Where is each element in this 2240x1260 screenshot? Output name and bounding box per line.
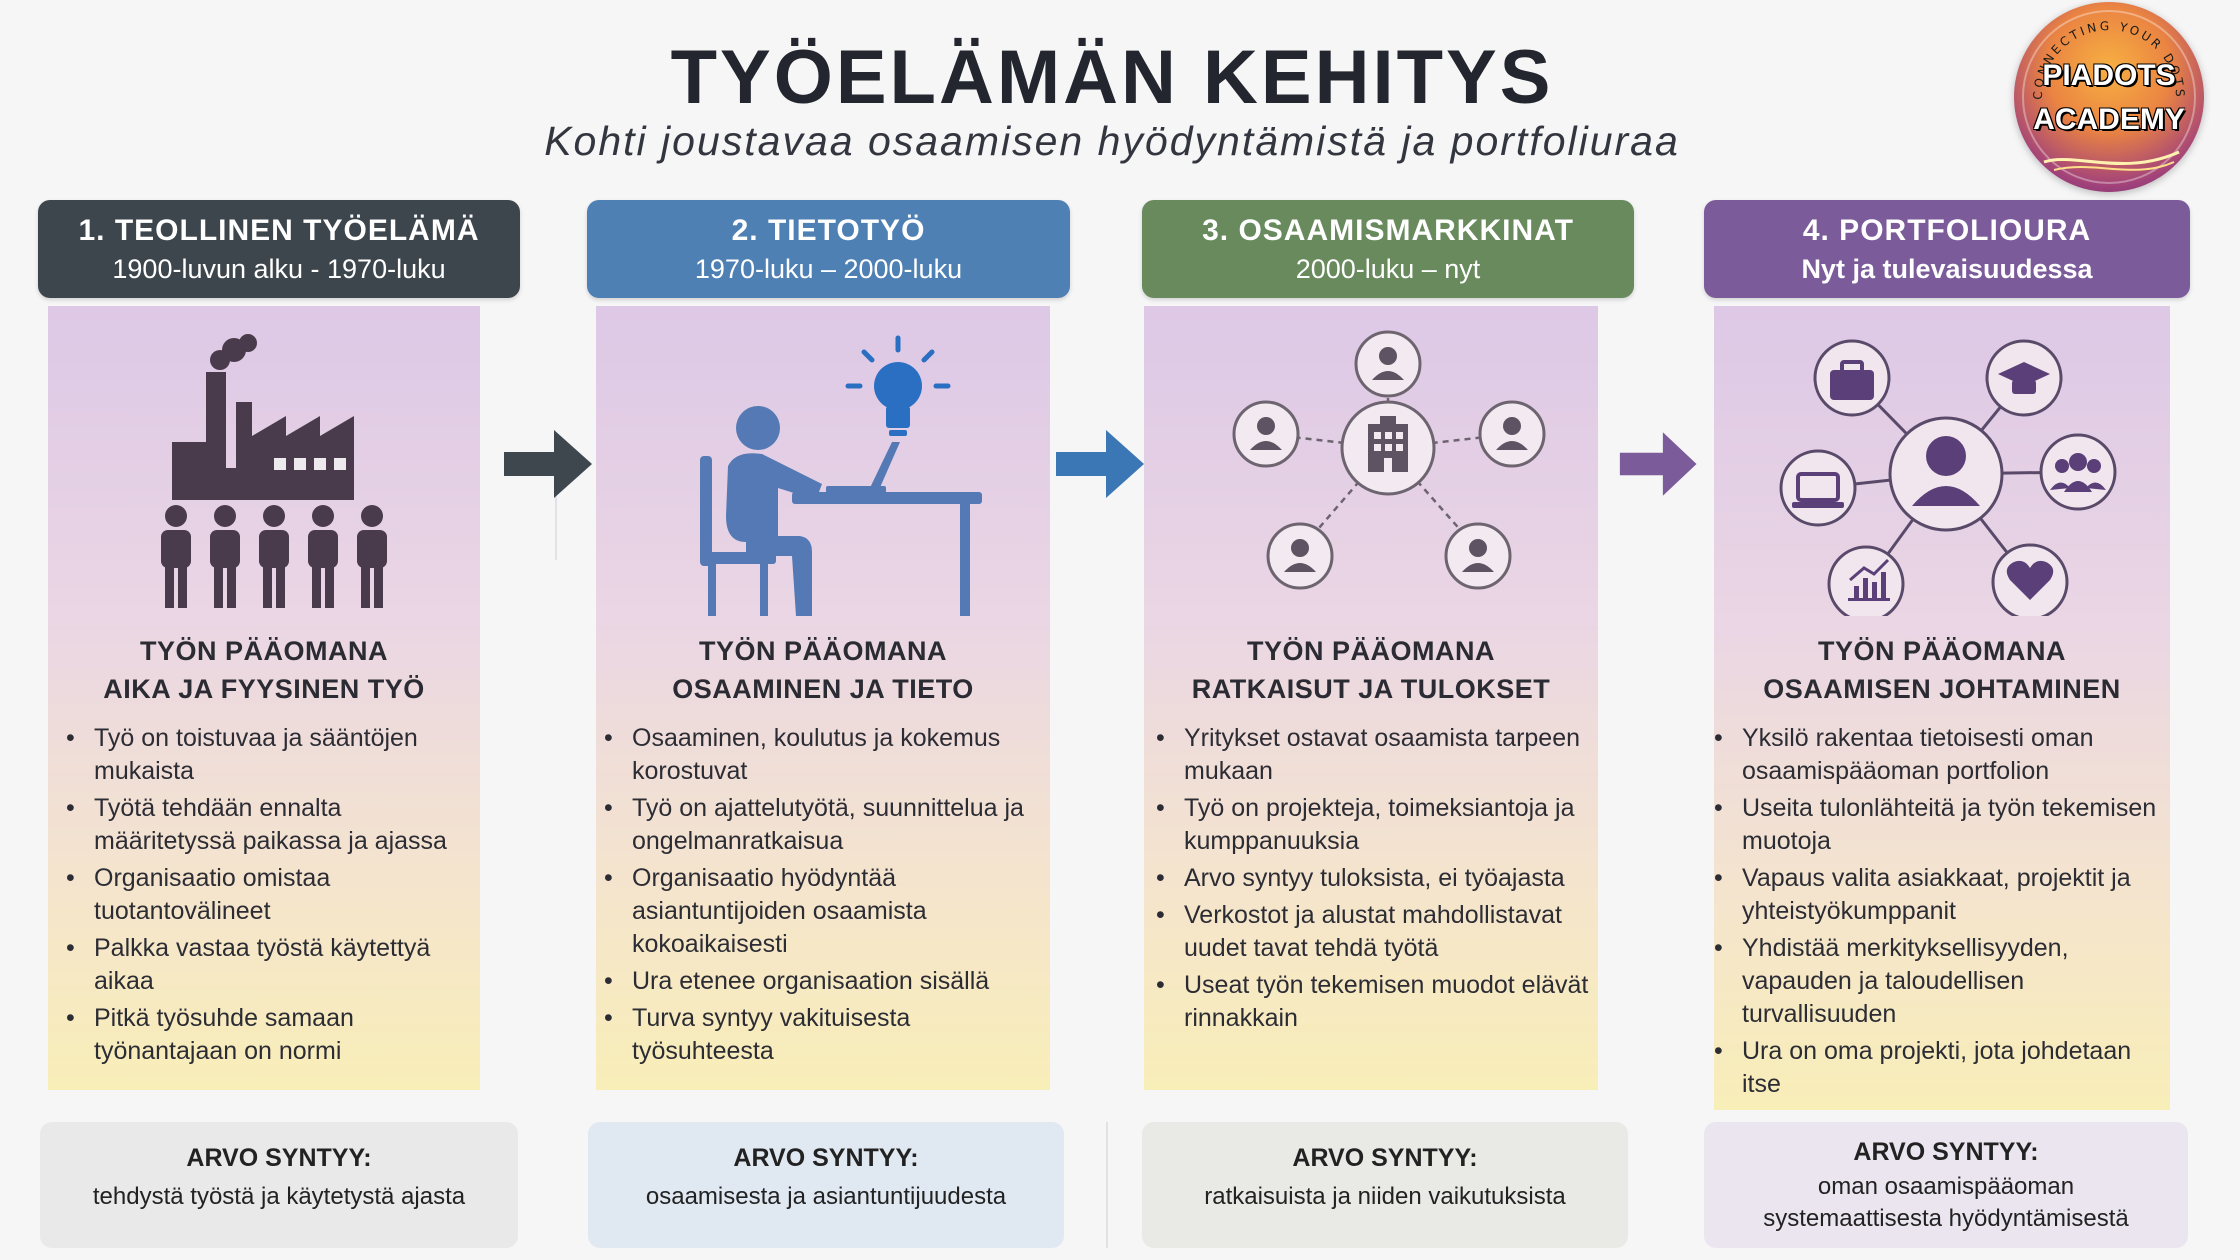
stage-1-capital: TYÖN PÄÄOMANA AIKA JA FYYSINEN TYÖ	[48, 632, 480, 708]
stage-1-value-label: ARVO SYNTYY:	[186, 1144, 372, 1172]
list-item: Vapaus valita asiakkaat, projektit ja yh…	[1714, 862, 2170, 928]
stage-4-bullets: Yksilö rakentaa tietoisesti oman osaamis…	[1714, 722, 2170, 1105]
stage-4-period: Nyt ja tulevaisuudessa	[1801, 254, 2093, 284]
stage-2-capital-value: OSAAMINEN JA TIETO	[672, 674, 974, 704]
stage-4-capital: TYÖN PÄÄOMANA OSAAMISEN JOHTAMINEN	[1714, 632, 2170, 708]
stage-1-header: 1. TEOLLINEN TYÖELÄMÄ 1900-luvun alku - …	[38, 200, 520, 298]
list-item: Työ on projekteja, toimeksiantoja ja kum…	[1156, 792, 1596, 858]
list-item: Arvo syntyy tuloksista, ei työajasta	[1156, 862, 1596, 895]
stage-4-title: 4. PORTFOLIOURA	[1802, 214, 2092, 247]
stage-1-bullets: Työ on toistuvaa ja sääntöjen mukaista T…	[66, 722, 476, 1072]
list-item: Useita tulonlähteitä ja työn tekemisen m…	[1714, 792, 2170, 858]
stage-3-value-text: ratkaisuista ja niiden vaikutuksista	[1204, 1183, 1566, 1210]
stage-1-card: TYÖN PÄÄOMANA AIKA JA FYYSINEN TYÖ Työ o…	[48, 306, 480, 1090]
stage-3-header: 3. OSAAMISMARKKINAT 2000-luku – nyt	[1142, 200, 1634, 298]
list-item: Organisaatio omistaa tuotantovälineet	[66, 862, 476, 928]
stage-3-value-box: ARVO SYNTYY: ratkaisuista ja niiden vaik…	[1142, 1122, 1628, 1248]
network-icon	[1232, 330, 1546, 590]
stage-4-header: 4. PORTFOLIOURA Nyt ja tulevaisuudessa	[1704, 200, 2190, 298]
stage-4-value-label: ARVO SYNTYY:	[1853, 1138, 2039, 1166]
stage-2-capital-label: TYÖN PÄÄOMANA	[699, 636, 947, 666]
list-item: Organisaatio hyödyntää asiantuntijoiden …	[604, 862, 1048, 961]
stage-1-capital-value: AIKA JA FYYSINEN TYÖ	[103, 674, 425, 704]
list-item: Työ on toistuvaa ja sääntöjen mukaista	[66, 722, 476, 788]
stage-2-period: 1970-luku – 2000-luku	[694, 254, 963, 284]
list-item: Palkka vastaa työstä käytettyä aikaa	[66, 932, 476, 998]
divider-line	[555, 480, 557, 560]
list-item: Osaaminen, koulutus ja kokemus korostuva…	[604, 722, 1048, 788]
list-item: Yhdistää merkityksellisyyden, vapauden j…	[1714, 932, 2170, 1031]
stage-3-capital-value: RATKAISUT JA TULOKSET	[1191, 674, 1551, 704]
stage-2-value-label: ARVO SYNTYY:	[733, 1144, 919, 1172]
stage-2-title: 2. TIETOTYÖ	[731, 214, 926, 247]
stage-1-title: 1. TEOLLINEN TYÖELÄMÄ	[78, 214, 480, 247]
logo-line-1: PIADOTS	[2042, 59, 2176, 92]
page-subtitle: Kohti joustavaa osaamisen hyödyntämistä …	[544, 118, 1680, 164]
list-item: Verkostot ja alustat mahdollistavat uude…	[1156, 899, 1596, 965]
logo-ring-icon: CONNECTING YOUR DOTS	[2022, 10, 2196, 184]
stage-4-value-box: ARVO SYNTYY: oman osaamispääoman systema…	[1704, 1122, 2188, 1248]
stage-3-title: 3. OSAAMISMARKKINAT	[1202, 214, 1574, 247]
stage-1-period: 1900-luvun alku - 1970-luku	[112, 254, 446, 284]
portfolio-icon	[1779, 339, 2117, 616]
list-item: Työtä tehdään ennalta määritetyssä paika…	[66, 792, 476, 858]
list-item: Pitkä työsuhde samaan työnantajaan on no…	[66, 1002, 476, 1068]
page-title: TYÖELÄMÄN KEHITYS	[670, 35, 1554, 120]
stage-2-value-box: ARVO SYNTYY: osaamisesta ja asiantuntiju…	[588, 1122, 1064, 1248]
divider-line	[1106, 1122, 1108, 1248]
stage-2-card: TYÖN PÄÄOMANA OSAAMINEN JA TIETO Osaamin…	[596, 306, 1050, 1090]
list-item: Ura on oma projekti, jota johdetaan itse	[1714, 1035, 2170, 1101]
stage-4-capital-label: TYÖN PÄÄOMANA	[1818, 636, 2066, 666]
arrow-right-icon	[1619, 432, 1697, 496]
list-item: Työ on ajattelutyötä, suunnittelua ja on…	[604, 792, 1048, 858]
stage-3-card: TYÖN PÄÄOMANA RATKAISUT JA TULOKSET Yrit…	[1144, 306, 1598, 1090]
stage-2-value-text: osaamisesta ja asiantuntijuudesta	[645, 1183, 1007, 1210]
list-item: Ura etenee organisaation sisällä	[604, 965, 1048, 998]
stage-3-capital-label: TYÖN PÄÄOMANA	[1247, 636, 1495, 666]
list-item: Yritykset ostavat osaamista tarpeen muka…	[1156, 722, 1596, 788]
stage-3-bullets: Yritykset ostavat osaamista tarpeen muka…	[1156, 722, 1596, 1039]
stage-3-capital: TYÖN PÄÄOMANA RATKAISUT JA TULOKSET	[1144, 632, 1598, 708]
stage-1-value-box: ARVO SYNTYY: tehdystä työstä ja käytetys…	[40, 1122, 518, 1248]
stage-3-period: 2000-luku – nyt	[1295, 254, 1481, 284]
factory-workers-icon	[161, 334, 387, 608]
arrow-right-icon	[504, 430, 592, 498]
stage-2-bullets: Osaaminen, koulutus ja kokemus korostuva…	[604, 722, 1048, 1072]
logo-text: PIADOTS ACADEMY	[2014, 54, 2204, 142]
stage-2-header: 2. TIETOTYÖ 1970-luku – 2000-luku	[587, 200, 1070, 298]
stage-3-value-label: ARVO SYNTYY:	[1292, 1144, 1478, 1172]
stage-1-capital-label: TYÖN PÄÄOMANA	[140, 636, 388, 666]
stage-4-value-text: oman osaamispääoman systemaattisesta hyö…	[1763, 1173, 2129, 1232]
stage-2-capital: TYÖN PÄÄOMANA OSAAMINEN JA TIETO	[596, 632, 1050, 708]
logo-line-2: ACADEMY	[2033, 103, 2185, 136]
stage-4-card: TYÖN PÄÄOMANA OSAAMISEN JOHTAMINEN Yksil…	[1714, 306, 2170, 1110]
list-item: Turva syntyy vakituisesta työsuhteesta	[604, 1002, 1048, 1068]
arrow-right-icon	[1056, 430, 1144, 498]
stage-1-value-text: tehdystä työstä ja käytetystä ajasta	[92, 1183, 466, 1210]
knowledge-worker-icon	[700, 335, 982, 616]
stage-4-capital-value: OSAAMISEN JOHTAMINEN	[1763, 674, 2121, 704]
list-item: Useat työn tekemisen muodot elävät rinna…	[1156, 969, 1596, 1035]
piadots-academy-logo: CONNECTING YOUR DOTS PIADOTS ACADEMY	[2014, 2, 2204, 192]
list-item: Yksilö rakentaa tietoisesti oman osaamis…	[1714, 722, 2170, 788]
